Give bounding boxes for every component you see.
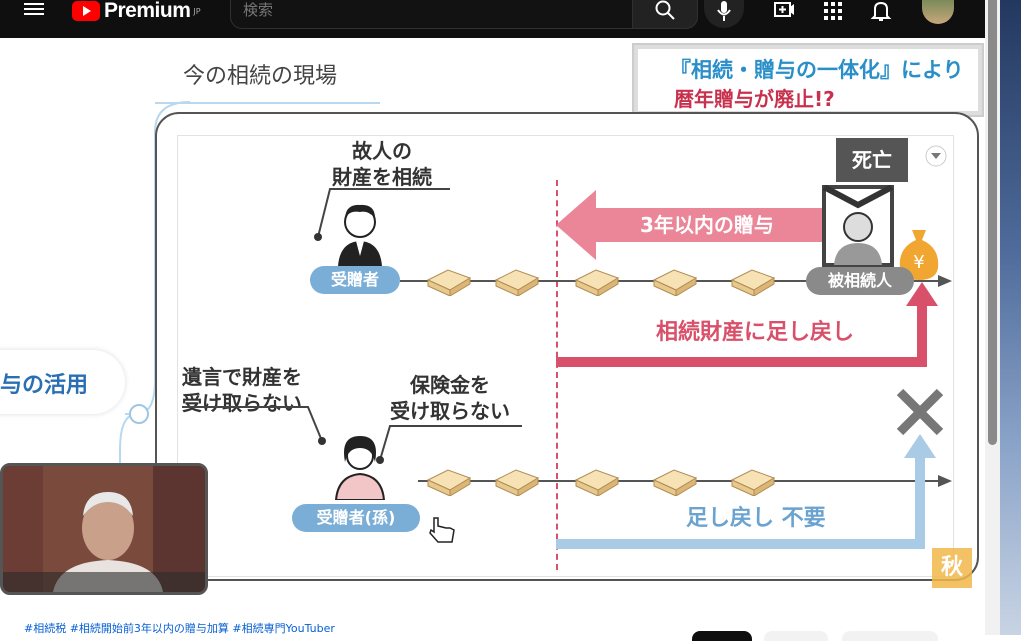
svg-text:¥: ¥	[913, 252, 924, 273]
cross-icon	[896, 388, 944, 436]
video-info: #相続税 #相続開始前3年以内の贈与加算 #相続専門YouTuber	[0, 597, 985, 641]
slide-canvas	[177, 135, 954, 577]
title-banner: 『相続・贈与の一体化』により 暦年贈与が廃止!?	[632, 43, 984, 117]
recipient1-badge: 受贈者	[310, 266, 400, 294]
menu-icon[interactable]	[24, 0, 48, 20]
video-player[interactable]: 今の相続の現場 『相続・贈与の一体化』により 暦年贈与が廃止!? 与の活用 故人…	[0, 40, 985, 595]
banner-line-1: 『相続・贈与の一体化』により	[670, 58, 964, 82]
caption-line: 受け取らない	[390, 399, 510, 423]
presenter-image	[3, 466, 205, 592]
money-bundle-icon	[730, 469, 776, 496]
money-bundle-icon	[426, 269, 472, 296]
money-bundle-icon	[730, 269, 776, 296]
insurance-caption: 保険金を 受け取らない	[390, 372, 510, 424]
money-bundle-icon	[574, 469, 620, 496]
three-year-divider	[556, 180, 558, 570]
man-icon	[338, 204, 382, 266]
speech-line	[182, 406, 326, 445]
three-year-gift-arrow	[556, 190, 826, 260]
action-chip[interactable]	[764, 631, 828, 641]
death-badge: 死亡	[836, 138, 908, 182]
mindmap-node-label: 与の活用	[0, 373, 89, 398]
arrow-head-icon	[938, 275, 952, 287]
money-bundle-icon	[426, 469, 472, 496]
deceased-badge: 被相続人	[806, 267, 914, 295]
apps-icon[interactable]	[822, 0, 846, 22]
money-bundle-icon	[494, 269, 540, 296]
bell-icon[interactable]	[870, 0, 894, 22]
mic-icon	[717, 1, 731, 21]
action-chip[interactable]	[692, 631, 752, 641]
desktop-background	[1000, 0, 1021, 635]
masthead: Premium JP	[0, 0, 985, 38]
money-bundle-icon	[494, 469, 540, 496]
search-box	[230, 0, 634, 29]
money-bag-icon: ¥	[899, 230, 939, 280]
caption-line: 受け取らない	[182, 391, 302, 415]
arrow-label: 3年以内の贈与	[640, 213, 774, 237]
logo-text: Premium	[104, 0, 191, 22]
woman-icon	[334, 436, 386, 500]
addback-label: 相続財産に足し戻し	[656, 320, 855, 345]
banner-line-2: 暦年贈与が廃止!?	[674, 87, 835, 111]
speech-line	[314, 188, 450, 241]
caption-line: 保険金を	[410, 373, 490, 397]
money-bundle-icon	[652, 469, 698, 496]
money-bundle-icon	[574, 269, 620, 296]
voice-search-button[interactable]	[704, 0, 744, 28]
create-icon[interactable]	[772, 0, 796, 22]
arrow-head-icon	[938, 475, 952, 487]
hand-cursor-icon	[429, 517, 455, 543]
action-chip[interactable]	[842, 631, 938, 641]
death-label: 死亡	[852, 148, 892, 172]
hashtags[interactable]: #相続税 #相続開始前3年以内の贈与加算 #相続専門YouTuber	[24, 622, 335, 635]
will-caption: 遺言で財産を 受け取らない	[182, 364, 302, 416]
presenter-webcam	[0, 463, 208, 595]
search-button[interactable]	[632, 0, 698, 29]
caption-line: 遺言で財産を	[182, 365, 302, 389]
recipient2-badge: 受贈者(孫)	[292, 504, 420, 532]
caption-line: 財産を相続	[332, 165, 432, 189]
scrollbar[interactable]	[988, 0, 997, 445]
mindmap-node[interactable]: 与の活用	[0, 350, 125, 414]
youtube-logo-icon	[72, 1, 100, 21]
chevron-down-icon[interactable]	[924, 144, 948, 168]
search-icon	[655, 0, 675, 20]
channel-watermark: 秋	[932, 548, 972, 588]
addback-arrow	[556, 282, 938, 367]
no-addback-label: 足し戻し 不要	[686, 506, 826, 531]
watermark-text: 秋	[940, 555, 963, 580]
caption-line: 故人の	[352, 139, 412, 163]
no-addback-arrow	[556, 434, 936, 549]
money-bundle-icon	[652, 269, 698, 296]
heading-underline	[155, 102, 380, 104]
speech-line	[376, 425, 522, 464]
slide-heading: 今の相続の現場	[183, 64, 338, 89]
search-input[interactable]	[231, 1, 615, 19]
deceased-portrait-icon	[822, 185, 894, 267]
avatar[interactable]	[922, 0, 954, 24]
youtube-logo[interactable]: Premium JP	[72, 0, 201, 22]
logo-country: JP	[193, 6, 201, 16]
recipient1-caption: 故人の 財産を相続	[312, 138, 452, 190]
